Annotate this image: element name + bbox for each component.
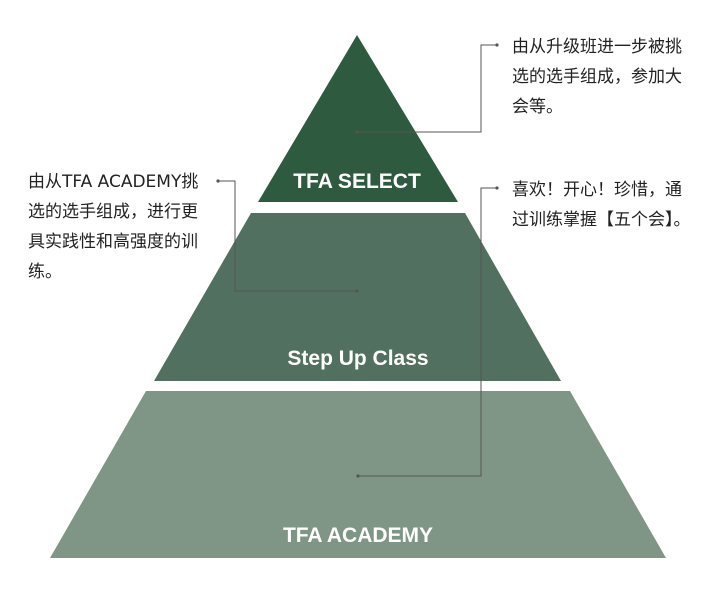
- connector-stepup: [218, 180, 357, 292]
- tier-select-shape: [258, 35, 458, 202]
- connector-select-dot-inner: [355, 130, 359, 134]
- tier-stepup-label: Step Up Class: [287, 347, 428, 370]
- annotation-stepup: 由从TFA ACADEMY挑选的选手组成，进行更具实践性和高强度的训练。: [28, 172, 199, 282]
- annotation-select: 由从升级班进一步被挑选的选手组成，参加大会等。: [512, 37, 682, 117]
- connector-stepup-dot-outer: [216, 179, 220, 183]
- tier-academy-label: TFA ACADEMY: [283, 524, 433, 547]
- connector-academy-dot-outer: [495, 186, 499, 190]
- connector-academy-dot-inner: [356, 474, 360, 478]
- connector-select-dot-outer: [495, 43, 499, 47]
- connector-stepup-dot-inner: [355, 289, 359, 293]
- tier-stepup-shape: [154, 213, 561, 381]
- tier-select-label: TFA SELECT: [293, 170, 421, 193]
- connector-select: [357, 44, 497, 133]
- connector-academy: [358, 187, 497, 477]
- annotation-academy: 喜欢！开心！珍惜，通过训练掌握【五个会】。: [512, 180, 691, 230]
